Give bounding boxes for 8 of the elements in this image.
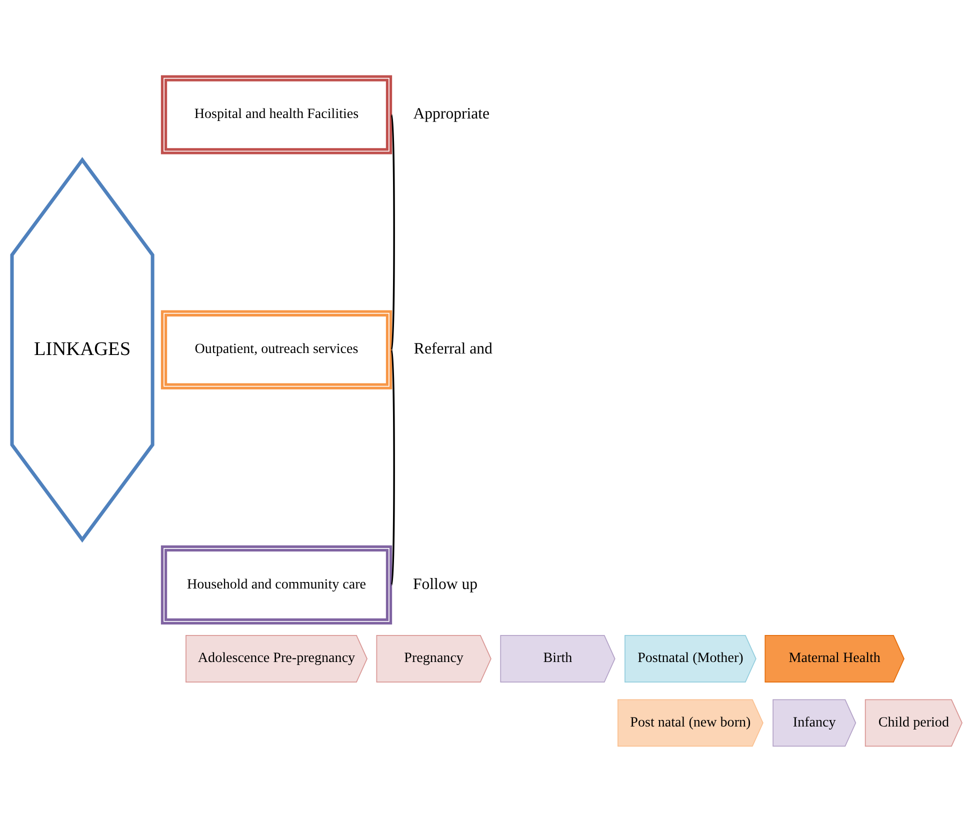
node-box: Outpatient, outreach services xyxy=(160,310,392,389)
label: Follow up xyxy=(412,575,478,592)
node-box: Household and community care xyxy=(160,544,392,624)
label: Appropriate xyxy=(413,105,490,122)
connector xyxy=(390,114,395,350)
node-box: Hospital and health Facilities xyxy=(160,74,392,154)
label: Referral and xyxy=(414,340,492,358)
connector xyxy=(390,349,395,585)
